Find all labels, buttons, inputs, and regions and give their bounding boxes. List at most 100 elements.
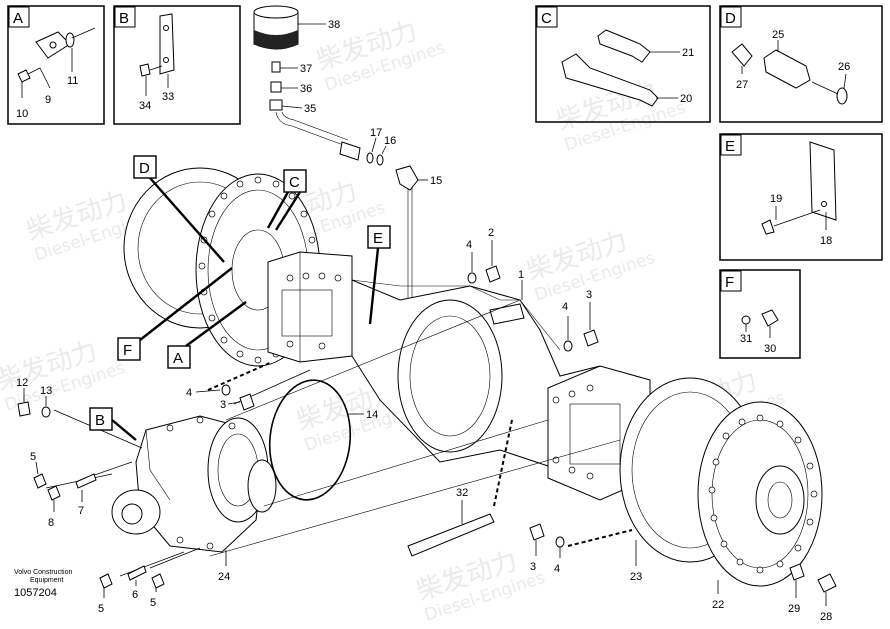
axle-housing (351, 279, 607, 471)
box-e-letter: E (725, 138, 735, 155)
left-brake-housing-icon (267, 251, 353, 363)
breather-assembly: 38 37 36 35 17 16 15 (253, 5, 442, 304)
part-label-5-bottom-a: 5 (98, 603, 104, 615)
screw-icon (139, 63, 151, 77)
nipple-37-icon (271, 61, 281, 73)
detail-box-f: F 31 30 (719, 269, 801, 359)
washer-4-top-icon (467, 272, 477, 284)
detail-box-a: A 11 9 10 (7, 5, 105, 125)
part-label-9: 9 (45, 94, 51, 106)
bolt-30-icon (761, 309, 779, 327)
part-label-4-left: 4 (186, 387, 192, 399)
caption-line1: Volvo Construction (14, 569, 72, 576)
part-label-24: 24 (218, 571, 230, 583)
part-label-4-top: 4 (466, 239, 472, 251)
part-label-38: 38 (328, 19, 340, 31)
part-label-37: 37 (300, 63, 312, 75)
part-label-22: 22 (712, 599, 724, 611)
part-label-26: 26 (838, 61, 850, 73)
washer-16-icon (376, 154, 384, 166)
callout-a: A (173, 350, 183, 367)
seal-ring-icon (65, 32, 75, 48)
washer-4-right-icon (563, 340, 573, 352)
part-label-4-bottom: 4 (554, 563, 560, 575)
part-label-21: 21 (682, 47, 694, 59)
washer-4-bottom-icon (555, 536, 565, 548)
stud-icon (407, 513, 495, 557)
part-label-4-right: 4 (562, 301, 568, 313)
box-d-letter: D (725, 10, 736, 27)
box-c-letter: C (541, 10, 552, 27)
part-label-36: 36 (300, 83, 312, 95)
bolt-5-bottom-a-icon (99, 573, 113, 589)
caption-line2: Equipment (30, 577, 64, 584)
box-a-letter: A (13, 10, 23, 27)
part-label-12: 12 (16, 377, 28, 389)
pin-6-icon (127, 565, 147, 581)
bolt-3-left-icon (239, 393, 255, 411)
box-f-letter: F (725, 274, 734, 291)
bolt-2-icon (485, 265, 501, 283)
bolt-8-icon (47, 485, 61, 501)
plug-27-icon (731, 43, 753, 67)
stud-32: 32 (407, 487, 495, 557)
bolt-19-icon (761, 219, 775, 235)
callout-d: D (139, 160, 150, 177)
hose-fitting-icon (339, 141, 361, 161)
washer-17-icon (366, 152, 374, 164)
large-o-ring-icon (268, 379, 352, 501)
part-label-33: 33 (162, 91, 174, 103)
bolt-5-bottom-b-icon (151, 573, 165, 589)
part-label-20: 20 (680, 93, 692, 105)
part-label-28: 28 (820, 611, 832, 623)
part-label-5-bottom-b: 5 (150, 597, 156, 609)
part-label-27: 27 (736, 79, 748, 91)
washer-31-icon (741, 315, 751, 325)
differential-opening-icon (397, 299, 503, 453)
part-label-15: 15 (430, 175, 442, 187)
callout-e: E (373, 230, 383, 247)
part-label-2: 2 (488, 227, 494, 239)
part-label-29: 29 (788, 603, 800, 615)
bolt-3-right-icon (583, 329, 599, 347)
washer-4-left-icon (221, 384, 231, 396)
reference-number: 1057204 (14, 587, 57, 599)
part-label-32: 32 (456, 487, 468, 499)
connector-35-icon (269, 99, 283, 111)
o-ring-14: 14 (268, 379, 378, 501)
part-label-19: 19 (770, 193, 782, 205)
detail-box-b: B 33 34 (113, 5, 241, 125)
plate-18-icon (809, 141, 837, 221)
part-label-18: 18 (820, 235, 832, 247)
differential-carrier: 24 (111, 415, 277, 583)
part-label-13: 13 (40, 385, 52, 397)
part-label-30: 30 (764, 343, 776, 355)
sensor-20-icon (561, 53, 659, 107)
part-label-23: 23 (630, 571, 642, 583)
part-label-3-right: 3 (586, 289, 592, 301)
part-label-7: 7 (78, 505, 84, 517)
nut-36-icon (270, 81, 282, 93)
callout-f: F (123, 342, 132, 359)
bolt-29-icon (789, 563, 805, 581)
part-label-3-left: 3 (220, 399, 226, 411)
fasteners: 12 13 5 7 8 5 6 5 4 3 4 2 (16, 227, 837, 623)
part-label-31: 31 (740, 333, 752, 345)
sensor-21-icon (597, 29, 651, 63)
detail-box-c: C 21 20 (535, 5, 711, 123)
cap-28-icon (817, 573, 837, 593)
callout-c: C (289, 174, 300, 191)
part-label-6: 6 (132, 589, 138, 601)
part-label-11: 11 (67, 75, 78, 87)
part-label-8: 8 (48, 517, 54, 529)
part-label-14: 14 (366, 409, 378, 421)
part-label-35: 35 (304, 103, 316, 115)
part-label-1: 1 (518, 269, 524, 281)
bolt-3-bottom-icon (529, 523, 545, 541)
washer-13-icon (41, 406, 51, 418)
part-label-17: 17 (370, 127, 382, 139)
bolt-12-icon (17, 401, 31, 417)
callouts: D C E F A B (89, 155, 391, 441)
